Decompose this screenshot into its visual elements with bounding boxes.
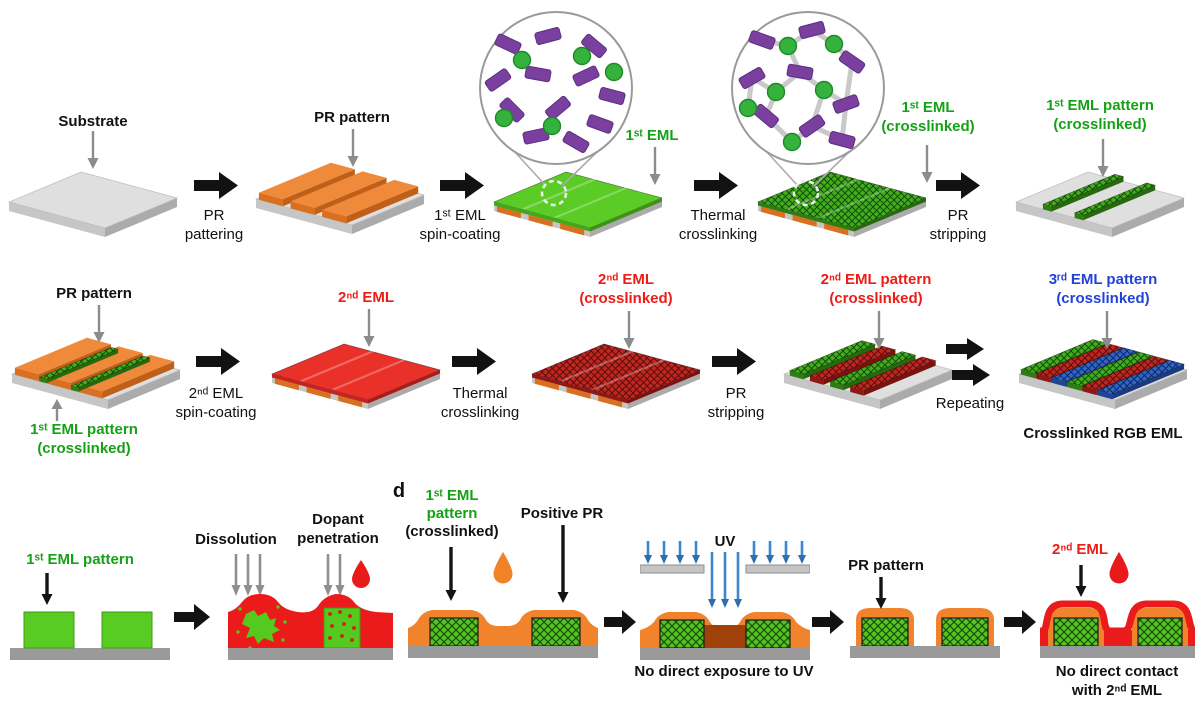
eml2-pattern-label-line2: (crosslinked): [829, 290, 923, 307]
right-arrow-icon: [712, 348, 756, 375]
eml2-crosslinked-slab: [528, 330, 704, 414]
eml2-crosslinked-label-line2: (crosslinked): [579, 290, 673, 307]
eml1-label: 1ˢᵗ EML: [625, 127, 679, 144]
eml1-crosslinked-label-line2: (crosslinked): [881, 118, 975, 135]
pr-droplet-icon: [490, 550, 516, 586]
dopant-penetration-label-line2: penetration: [297, 530, 379, 547]
step-eml1-spin-line1: 1ˢᵗ EML: [434, 207, 486, 224]
dissolution-cross-section: [228, 552, 393, 664]
step-pr-stripping2-line1: PR: [725, 385, 747, 402]
panel-d-tag: d: [392, 480, 406, 502]
right-arrow-icon: [1004, 610, 1036, 634]
rgb-pattern-slab: [1015, 330, 1191, 414]
down-arrow-icon: [86, 130, 100, 170]
down-arrow-icon: [1074, 564, 1088, 598]
no-contact-caption-line1: No direct contact: [1055, 663, 1179, 680]
dissolution-label: Dissolution: [195, 531, 277, 548]
right-arrow-icon: [452, 348, 496, 375]
right-arrow-icon: [936, 172, 980, 199]
panel-c-eml1-pattern-label: 1ˢᵗ EML pattern: [26, 551, 134, 568]
magnified-crosslinked-network: [700, 0, 910, 215]
down-arrow-icon: [92, 304, 106, 344]
pr-pattern-label-2: PR pattern: [56, 285, 132, 302]
substrate-label: Substrate: [58, 113, 128, 130]
positive-pr-label: Positive PR: [520, 505, 604, 522]
step-pr-stripping-line1: PR: [947, 207, 969, 224]
step-eml1-spin-line2: spin-coating: [419, 226, 501, 243]
down-arrow-icon: [1100, 310, 1114, 350]
right-arrow-icon: [196, 348, 240, 375]
uv-label: UV: [714, 533, 736, 550]
eml2-coated-slab: [268, 330, 444, 414]
pr-pattern-cross-section: [850, 598, 1000, 660]
eml3-pattern-label-line1: 3ʳᵈ EML pattern: [1048, 271, 1158, 288]
panel-d-eml1-label-line1: 1ˢᵗ EML: [425, 487, 479, 504]
eml1-crosslinked-slab: [754, 158, 930, 242]
eml2-droplet-icon: [1106, 550, 1132, 586]
pr-pattern-slab: [252, 155, 428, 239]
eml2-crosslinked-label-line1: 2ⁿᵈ EML: [598, 271, 654, 288]
down-arrow-icon: [556, 524, 570, 604]
panel-d-pr-pattern-label: PR pattern: [848, 557, 924, 574]
right-arrow-icon: [604, 610, 636, 634]
pr-over-eml1-slab: [8, 330, 184, 414]
step-thermal-line2: crosslinking: [678, 226, 758, 243]
right-arrow-icon: [694, 172, 738, 199]
down-arrow-icon: [920, 144, 934, 184]
step-repeating: Repeating: [935, 395, 1005, 412]
uv-exposure-cross-section: [639, 538, 811, 660]
panel-d-eml2-label: 2ⁿᵈ EML: [1052, 541, 1108, 558]
right-arrow-icon: [440, 172, 484, 199]
down-arrow-icon: [648, 146, 662, 186]
right-arrow-icon: [194, 172, 238, 199]
rgb-caption: Crosslinked RGB EML: [1023, 425, 1183, 442]
step-pr-stripping2-line2: stripping: [707, 404, 765, 421]
eml1-pattern-label2-line2: (crosslinked): [37, 440, 131, 457]
panel-d-eml1-label-line2: pattern: [426, 505, 478, 522]
dopant-penetration-label-line1: Dopant: [312, 511, 364, 528]
magnified-free-molecules: [448, 0, 658, 215]
pr-pattern-label: PR pattern: [314, 109, 390, 126]
double-right-arrow-icon: [946, 338, 992, 390]
down-arrow-icon: [1096, 138, 1110, 178]
down-arrow-icon: [346, 128, 360, 168]
down-arrow-icon: [872, 310, 886, 350]
step-pr-patterning-line1: PR: [203, 207, 225, 224]
no-contact-caption-line2: with 2ⁿᵈ EML: [1071, 682, 1163, 699]
no-uv-caption: No direct exposure to UV: [634, 663, 814, 680]
step-pr-stripping-line2: stripping: [929, 226, 987, 243]
down-arrow-icon: [444, 546, 458, 602]
down-arrow-icon: [874, 576, 888, 610]
step-thermal2-line2: crosslinking: [440, 404, 520, 421]
eml2-pattern-label-line1: 2ⁿᵈ EML pattern: [820, 271, 932, 288]
substrate-slab: [5, 158, 181, 242]
step-thermal-line1: Thermal: [690, 207, 746, 224]
step-thermal2-line1: Thermal: [452, 385, 508, 402]
eml2-coating-cross-section: [1038, 592, 1197, 660]
down-arrow-icon: [622, 310, 636, 350]
step-eml2-spin-line2: spin-coating: [175, 404, 257, 421]
step-pr-patterning-line2: pattering: [184, 226, 244, 243]
eml1-pattern-cross-section: [10, 598, 170, 662]
eml3-pattern-label-line2: (crosslinked): [1056, 290, 1150, 307]
eml1-pattern-label-line1: 1ˢᵗ EML pattern: [1046, 97, 1154, 114]
eml2-label: 2ⁿᵈ EML: [338, 289, 394, 306]
eml1-crosslinked-label-line1: 1ˢᵗ EML: [901, 99, 955, 116]
eml1-pattern-label2-line1: 1ˢᵗ EML pattern: [30, 421, 138, 438]
eml1-pattern-label-line2: (crosslinked): [1053, 116, 1147, 133]
up-arrow-icon: [50, 398, 64, 422]
step-eml2-spin-line1: 2ⁿᵈ EML: [188, 385, 244, 402]
eml1-coated-slab: [490, 158, 666, 242]
right-arrow-icon: [812, 610, 844, 634]
down-arrow-icon: [362, 308, 376, 348]
down-arrow-icon: [40, 572, 54, 606]
right-arrow-icon: [174, 604, 210, 630]
panel-d-eml1-label-line3: (crosslinked): [405, 523, 499, 540]
eml1-pattern-slab: [1012, 158, 1188, 242]
pr-coated-cross-section: [408, 598, 598, 660]
